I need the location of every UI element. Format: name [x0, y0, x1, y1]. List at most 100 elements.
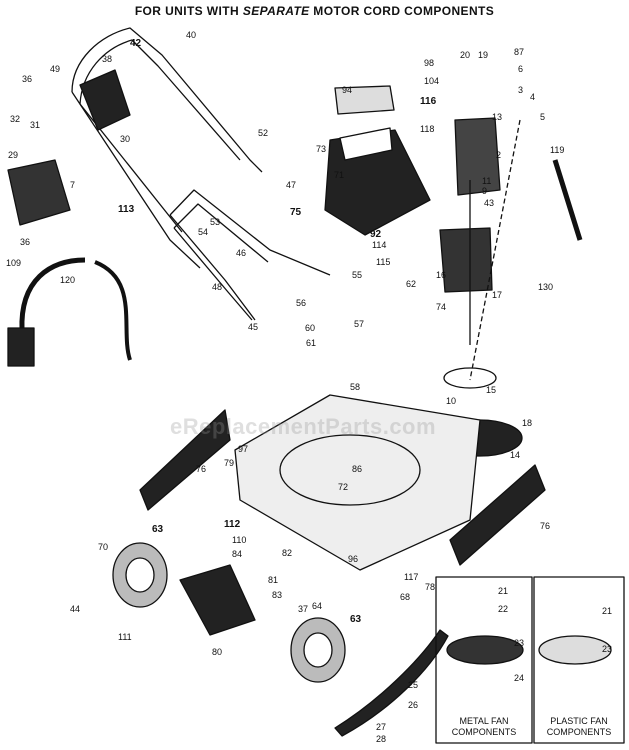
part-number-57: 57 [354, 319, 364, 329]
part-number-110: 110 [232, 535, 246, 545]
part-number-14: 14 [510, 450, 520, 460]
metal-fan-label-line2: COMPONENTS [451, 727, 517, 737]
part-number-40: 40 [186, 30, 196, 40]
part-number-104: 104 [424, 76, 439, 86]
part-number-21: 21 [602, 606, 612, 616]
part-number-82: 82 [282, 548, 292, 558]
cord-120 [19, 257, 86, 331]
part-number-70: 70 [98, 542, 108, 552]
plastic-fan-box [533, 576, 625, 744]
part-number-21: 21 [498, 586, 508, 596]
part-number-81: 81 [268, 575, 278, 585]
part-number-130: 130 [538, 282, 553, 292]
part-number-47: 47 [286, 180, 296, 190]
part-number-24: 24 [514, 673, 524, 683]
part-number-30: 30 [120, 134, 130, 144]
part-number-22: 22 [498, 604, 508, 614]
part-number-113: 113 [118, 204, 135, 215]
blade [334, 629, 449, 737]
part-number-111: 111 [118, 632, 132, 642]
part-number-120: 120 [60, 275, 75, 285]
part-number-80: 80 [212, 647, 222, 657]
part-number-55: 55 [352, 270, 362, 280]
part-number-98: 98 [424, 58, 434, 68]
plug [7, 327, 35, 367]
part-number-7: 7 [70, 180, 75, 190]
part-number-78: 78 [425, 582, 435, 592]
part-number-18: 18 [522, 418, 532, 428]
part-number-23: 23 [602, 644, 612, 654]
part-number-97: 97 [238, 444, 248, 454]
part-number-56: 56 [296, 298, 306, 308]
part-number-116: 116 [420, 96, 437, 107]
part-number-6: 6 [518, 64, 523, 74]
part-number-83: 83 [272, 590, 282, 600]
part-number-27: 27 [376, 722, 386, 732]
part-number-58: 58 [350, 382, 360, 392]
part-number-11: 11 [482, 176, 491, 186]
part-number-79: 79 [224, 458, 234, 468]
part-number-45: 45 [248, 322, 258, 332]
part-number-109: 109 [6, 258, 21, 268]
part-number-96: 96 [348, 554, 358, 564]
part-number-25: 25 [408, 680, 418, 690]
part-number-76: 76 [540, 521, 550, 531]
diagram-title: FOR UNITS WITH SEPARATE MOTOR CORD COMPO… [0, 4, 629, 18]
metal-fan-label: METAL FAN COMPONENTS [436, 716, 532, 738]
part-number-23: 23 [514, 638, 524, 648]
bracket-30 [79, 69, 131, 131]
part-number-71: 71 [334, 170, 344, 180]
part-number-61: 61 [306, 338, 316, 348]
upper-handle [71, 27, 263, 173]
part-number-60: 60 [305, 323, 315, 333]
label-94 [334, 85, 395, 115]
title-text: FOR UNITS WITH [134, 4, 243, 18]
plastic-fan-label: PLASTIC FAN COMPONENTS [534, 716, 624, 738]
part-number-38: 38 [102, 54, 112, 64]
part-number-15: 15 [486, 385, 496, 395]
part-number-10: 10 [446, 396, 456, 406]
baffle-right [449, 464, 546, 566]
part-number-44: 44 [70, 604, 80, 614]
part-number-13: 13 [492, 112, 502, 122]
lower-handle [169, 189, 331, 276]
part-number-73: 73 [316, 144, 326, 154]
part-number-74: 74 [436, 302, 446, 312]
watermark: eReplacementParts.com [170, 414, 437, 439]
metal-fan-box [435, 576, 533, 744]
part-number-75: 75 [290, 207, 302, 218]
part-number-4: 4 [530, 92, 535, 102]
part-number-36: 36 [22, 74, 32, 84]
part-number-53: 53 [210, 217, 220, 227]
part-number-63: 63 [350, 614, 362, 625]
part-number-2: 2 [496, 150, 501, 160]
part-number-32: 32 [10, 114, 20, 124]
part-number-5: 5 [540, 112, 545, 122]
part-number-94: 94 [342, 85, 352, 95]
part-number-54: 54 [198, 227, 208, 237]
title-emphasis: SEPARATE [242, 4, 310, 18]
part-number-115: 115 [376, 257, 390, 267]
part-number-114: 114 [372, 240, 386, 250]
part-number-64: 64 [312, 601, 322, 611]
part-number-86: 86 [352, 464, 362, 474]
part-number-72: 72 [338, 482, 348, 492]
part-number-68: 68 [400, 592, 410, 602]
part-number-31: 31 [30, 120, 40, 130]
baffle-left [139, 409, 231, 511]
part-number-119: 119 [550, 145, 564, 155]
part-number-118: 118 [420, 124, 434, 134]
part-number-19: 19 [478, 50, 488, 60]
part-number-117: 117 [404, 572, 418, 582]
part-number-87: 87 [514, 47, 524, 57]
part-number-28: 28 [376, 734, 386, 744]
part-number-37: 37 [298, 604, 308, 614]
deck [234, 394, 481, 571]
part-number-9: 9 [482, 186, 487, 196]
part-number-16: 16 [436, 270, 446, 280]
part-number-3: 3 [518, 85, 523, 95]
title-text-end: MOTOR CORD COMPONENTS [309, 4, 495, 18]
plastic-fan-label-line2: COMPONENTS [546, 727, 612, 737]
